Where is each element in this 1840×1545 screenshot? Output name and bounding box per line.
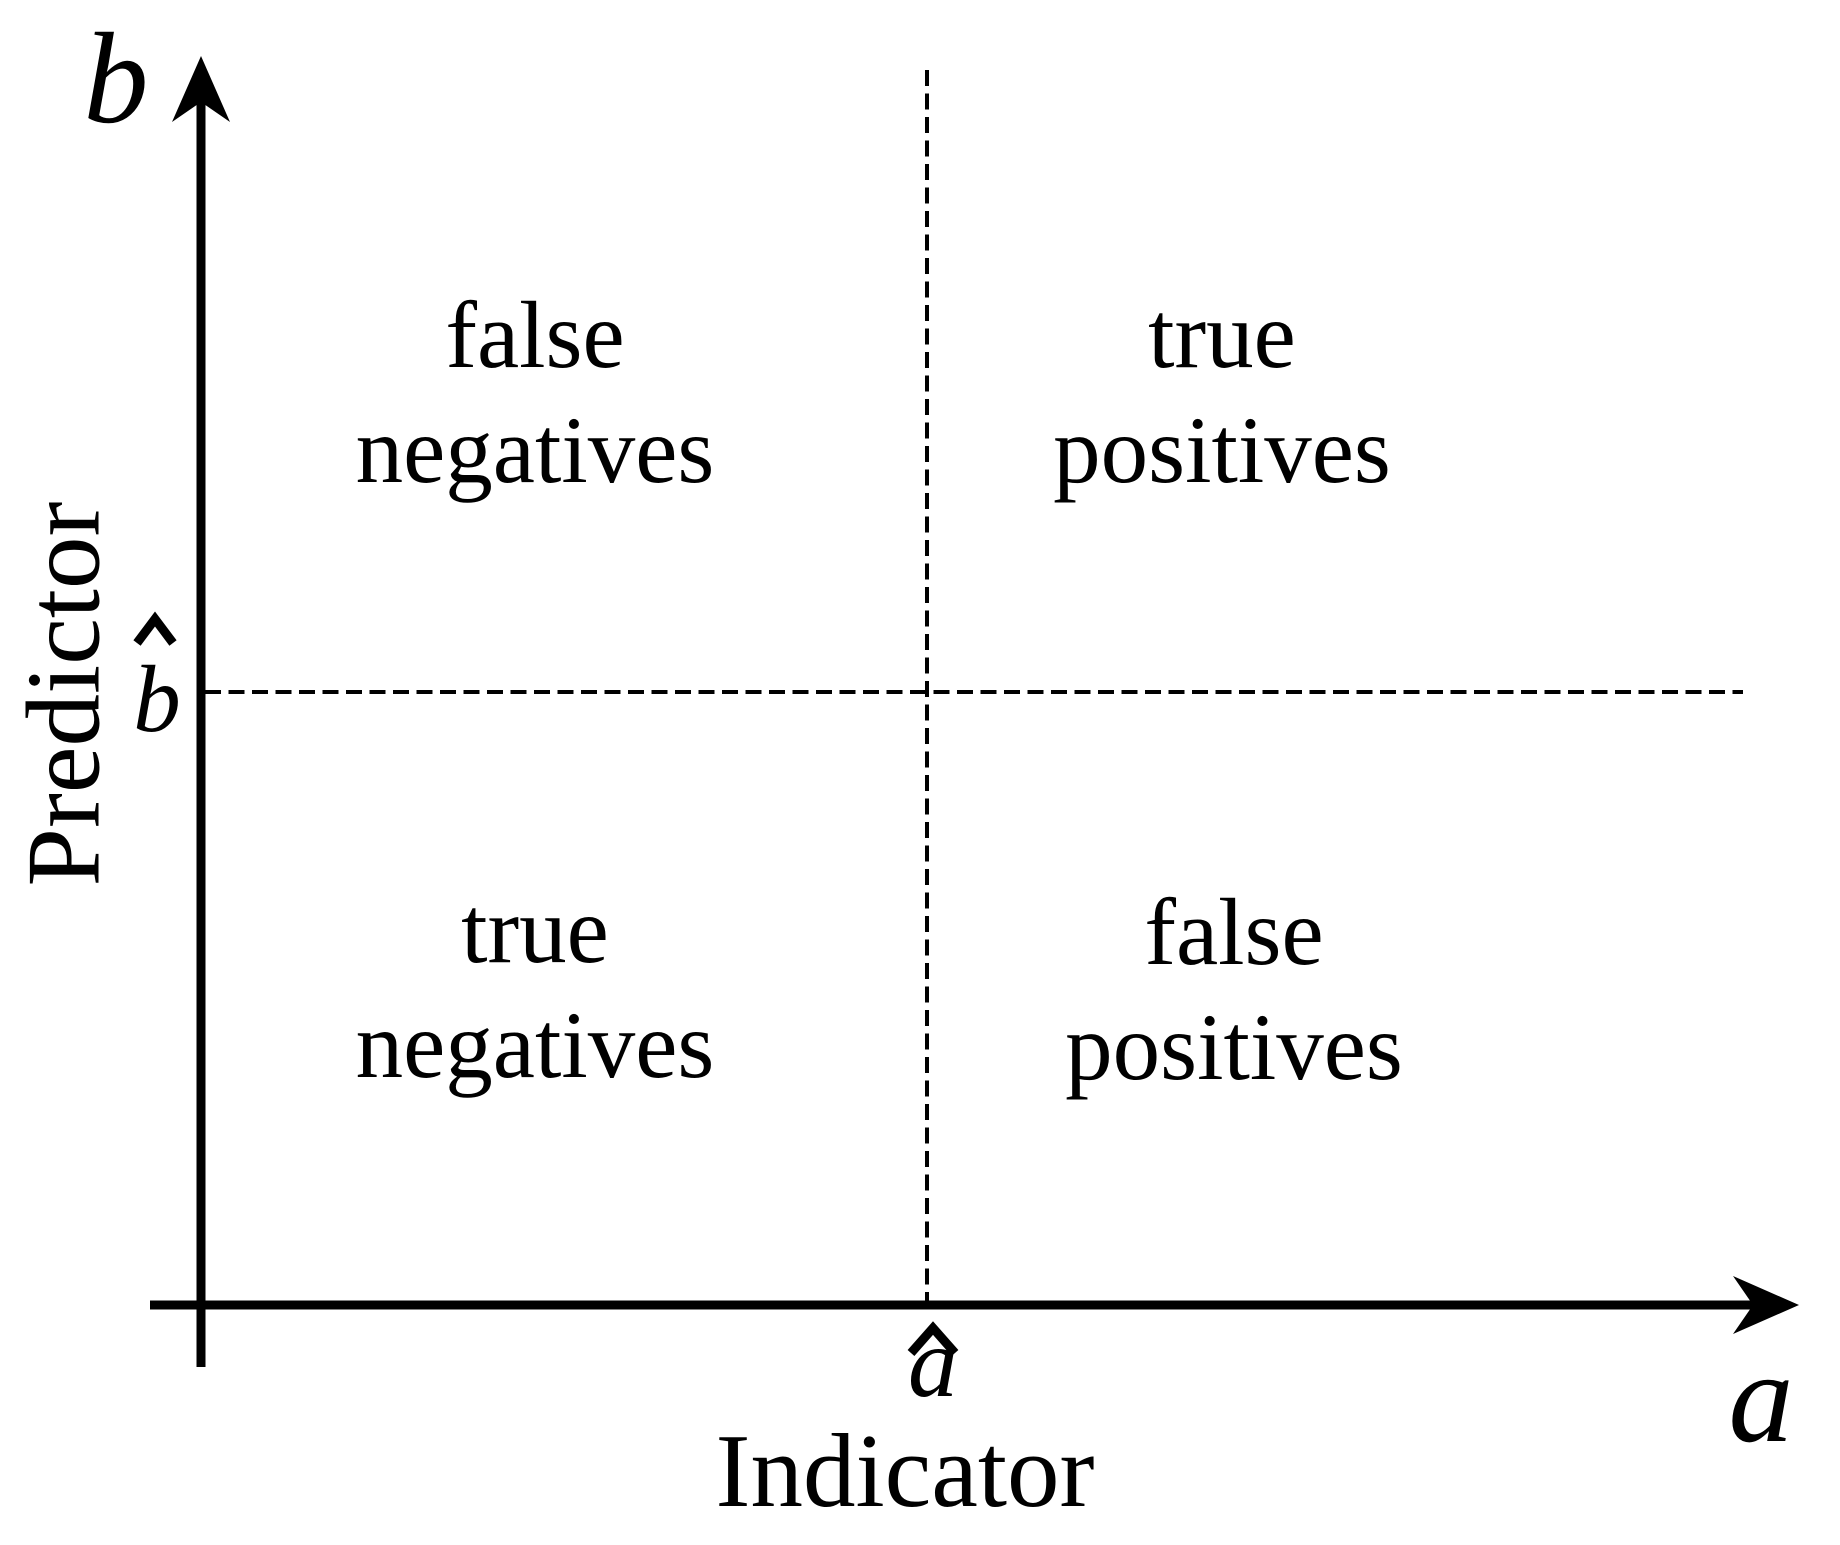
quadrant-label-line: false — [1144, 879, 1324, 985]
y-axis-title: Predictor — [4, 501, 122, 887]
quadrant-label-line: true — [1148, 282, 1296, 388]
x-axis-letter: a — [1728, 1326, 1794, 1470]
quadrant-label-top-left: false negatives — [285, 278, 785, 508]
quadrant-label-line: positives — [1065, 994, 1403, 1100]
y-axis-arrowhead — [172, 56, 230, 122]
x-axis-title: Indicator — [715, 1412, 1095, 1529]
quadrant-label-bottom-left: true negatives — [285, 873, 785, 1103]
quadrant-label-line: true — [461, 877, 609, 983]
y-axis-letter: b — [83, 7, 149, 151]
quadrant-label-line: negatives — [355, 397, 715, 503]
y-threshold-tick-label: b — [133, 646, 181, 752]
quadrant-label-top-right: true positives — [972, 278, 1472, 508]
quadrant-label-line: false — [445, 282, 625, 388]
quadrant-label-line: negatives — [355, 992, 715, 1098]
x-threshold-hat-accent — [907, 1321, 959, 1356]
quadrant-label-bottom-right: false positives — [984, 875, 1484, 1105]
y-threshold-hat-accent — [133, 611, 177, 646]
quadrant-label-line: positives — [1053, 397, 1391, 503]
x-axis-arrowhead — [1733, 1276, 1799, 1334]
x-threshold-tick-label: a — [908, 1307, 958, 1418]
